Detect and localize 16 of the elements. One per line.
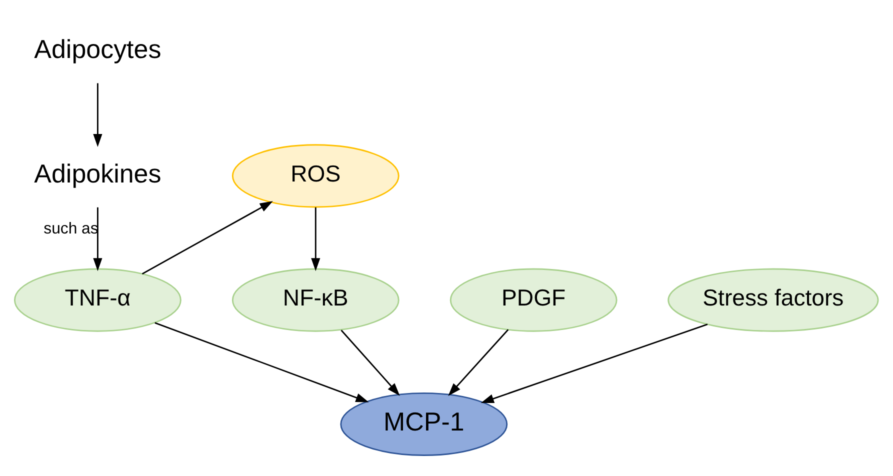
node-text: Adipocytes [34, 34, 162, 64]
arrow [340, 330, 400, 396]
node-text: Adipokines [34, 158, 162, 188]
node-ellipse: NF-κB [232, 268, 400, 332]
arrow [93, 83, 102, 148]
edge-label: such as [44, 220, 98, 238]
node-ellipse: Stress factors [668, 268, 879, 332]
arrow [311, 207, 320, 272]
arrow [142, 201, 273, 274]
node-ellipse: TNF-α [14, 268, 182, 332]
node-ellipse: PDGF [450, 268, 618, 332]
arrow [448, 329, 509, 396]
arrow [480, 324, 708, 404]
arrow [93, 207, 102, 272]
node-ellipse: ROS [232, 144, 400, 208]
arrow [154, 322, 369, 402]
